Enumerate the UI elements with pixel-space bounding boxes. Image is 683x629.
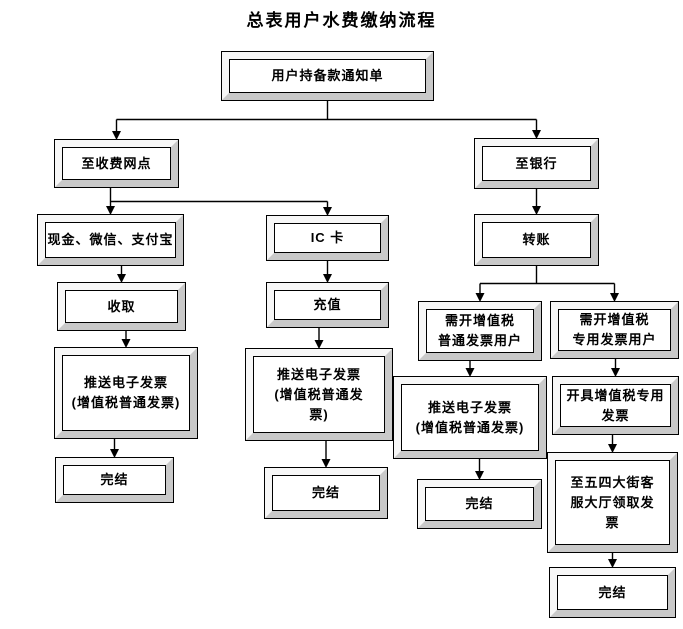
flow-node-cash-wechat-alipay: 现金、微信、支付宝	[37, 214, 184, 266]
flow-node-need-ordinary-invoice: 需开增值税 普通发票用户	[418, 301, 542, 361]
flow-node-push-einvoice-left: 推送电子发票 (增值税普通发票)	[54, 347, 198, 439]
flow-node-issue-special-invoice: 开具增值税专用 发票	[552, 376, 679, 435]
flow-node-bank: 至银行	[474, 138, 599, 189]
flow-node-done-right-mid: 完结	[417, 479, 542, 529]
flow-node-done-left: 完结	[55, 457, 174, 503]
flow-node-collect: 收取	[57, 282, 186, 331]
flow-node-payment-notice: 用户持备款通知单	[221, 51, 434, 101]
flow-node-recharge: 充值	[266, 282, 389, 328]
flow-node-need-special-invoice: 需开增值税 专用发票用户	[550, 301, 679, 359]
flow-node-done-right: 完结	[549, 567, 676, 618]
flow-node-ic-card: IC 卡	[266, 215, 389, 261]
flow-node-push-einvoice-middle: 推送电子发票 (增值税普通发 票)	[245, 348, 393, 441]
flow-node-push-einvoice-right: 推送电子发票 (增值税普通发票)	[393, 376, 547, 459]
flow-node-fee-outlet: 至收费网点	[54, 139, 179, 188]
flow-node-done-middle: 完结	[264, 467, 388, 519]
page-title: 总表用户水费缴纳流程	[246, 11, 437, 30]
flow-node-service-hall: 至五四大街客 服大厅领取发 票	[547, 452, 678, 553]
flow-node-transfer: 转账	[474, 214, 599, 266]
